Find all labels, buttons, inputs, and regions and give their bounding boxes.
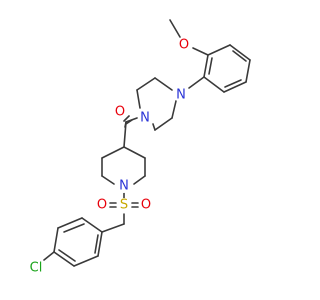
bond-piperazine-5 xyxy=(171,100,177,119)
bond-o-aryl xyxy=(192,47,209,56)
atom-o-sulfonyl-right-label: O xyxy=(141,198,151,213)
bond-piperidine-4 xyxy=(133,175,146,185)
bond-aryl-n xyxy=(188,76,205,89)
atom-cl-label: Cl xyxy=(30,261,43,276)
atom-n-amide-label: N xyxy=(140,111,150,126)
bond-chlorobenzene-5 xyxy=(73,255,99,267)
bond-piperazine-2 xyxy=(136,77,156,91)
bond-piperidine-3 xyxy=(101,175,115,185)
bond-c-carbonyl-ch xyxy=(123,121,127,148)
atom-o-sulfonyl-left-label: O xyxy=(97,198,107,213)
atom-cl: Cl xyxy=(27,259,45,277)
bonds xyxy=(43,19,251,267)
bond-benzene-6 xyxy=(203,54,209,78)
bond-benzene-double-1 xyxy=(232,50,247,62)
atom-n-piperidine-label: N xyxy=(119,179,129,194)
atom-o-methoxy-label: O xyxy=(179,38,189,53)
bond-chlorobenzene-4 xyxy=(53,251,75,267)
bond-chlorobenzene-6 xyxy=(97,231,103,257)
atom-o-sulfonyl-right: O xyxy=(139,198,153,213)
atom-s: S xyxy=(117,198,131,213)
bond-chlorobenzene-double-1 xyxy=(63,223,85,233)
atom-o-methoxy: O xyxy=(177,38,191,53)
atom-o-sulfonyl-left: O xyxy=(95,198,109,213)
bond-piperazine-6 xyxy=(152,123,156,131)
atom-n-piperidine: N xyxy=(117,179,131,194)
bond-carbonyl-double-a xyxy=(123,115,130,122)
bond-benzene-double-2 xyxy=(224,79,242,88)
atom-n-amide: N xyxy=(138,111,152,126)
atom-labels: O N O N N S O O xyxy=(27,38,191,277)
bond-benzene-3 xyxy=(245,59,251,83)
bond-ch2-aryl xyxy=(101,223,125,233)
bond-piperazine-3 xyxy=(136,89,141,109)
bond-benzene-4 xyxy=(223,81,247,93)
bond-benzene-double-3 xyxy=(208,57,213,75)
bond-chlorobenzene-double-3 xyxy=(94,234,99,254)
atom-n-aryl-label: N xyxy=(176,88,186,103)
bond-benzene-5 xyxy=(203,76,225,93)
bond-piperidine-1 xyxy=(101,146,125,159)
bond-chlorobenzene-1 xyxy=(81,217,103,233)
atom-n-aryl: N xyxy=(174,88,188,103)
bond-c-cl xyxy=(43,251,55,261)
bond-carbonyl-double-b xyxy=(125,119,133,125)
bond-chlorobenzene-2 xyxy=(57,217,83,229)
bond-piperazine-4 xyxy=(154,117,173,131)
bond-chlorobenzene-double-2 xyxy=(58,249,76,262)
atom-o-carbonyl: O xyxy=(113,105,127,120)
molecule-structure: O N O N N S O O xyxy=(27,19,251,277)
atom-s-label: S xyxy=(120,198,128,213)
bond-piperidine-6 xyxy=(123,146,146,159)
bond-piperazine-1 xyxy=(154,77,173,91)
bond-benzene-2 xyxy=(229,44,251,61)
atom-o-carbonyl-label: O xyxy=(115,105,125,120)
bond-chlorobenzene-3 xyxy=(53,227,59,253)
bond-benzene-1 xyxy=(207,44,231,56)
bond-methyl-o xyxy=(169,19,181,38)
